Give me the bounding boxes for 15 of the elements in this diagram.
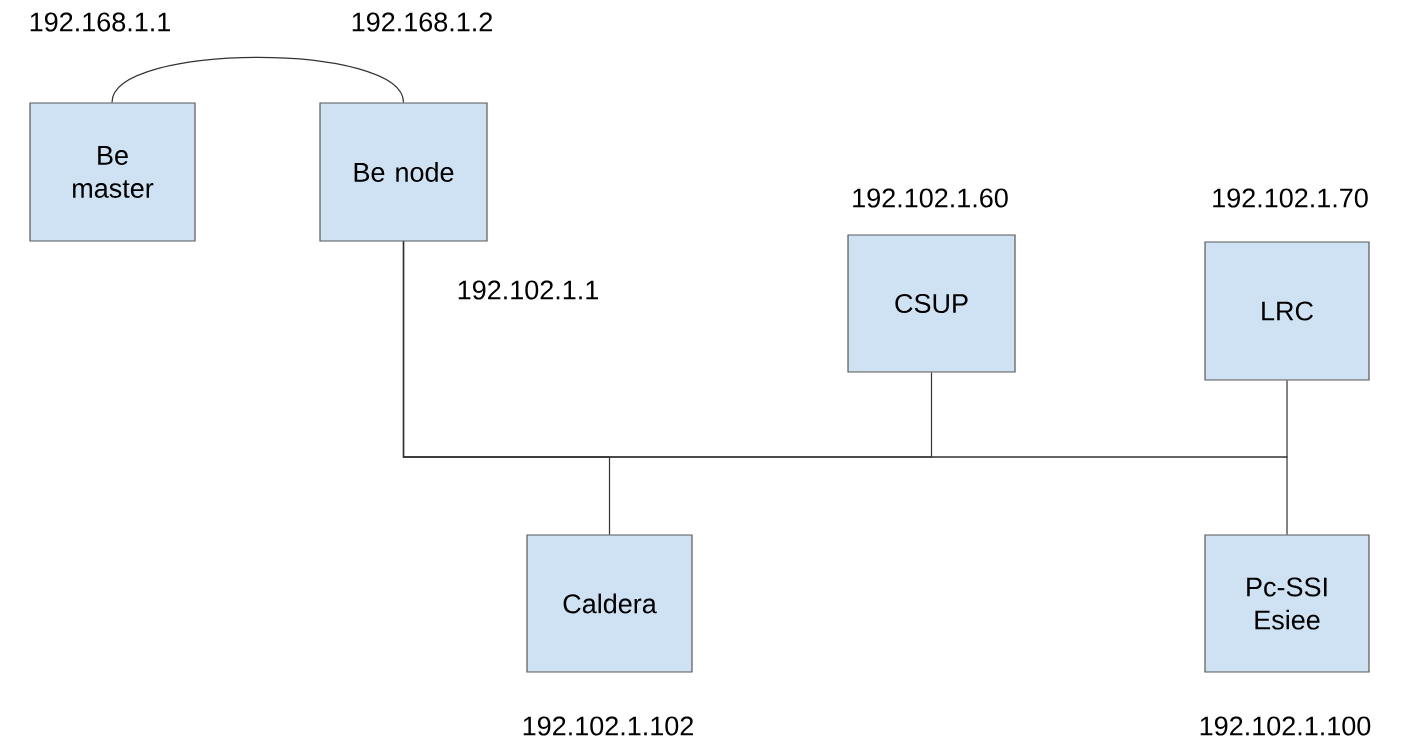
ip-address: 192.102.1.1	[458, 280, 598, 300]
ip-address: 192.102.1.102	[523, 716, 693, 736]
ip-address: 192.102.1.100	[1200, 716, 1371, 736]
computer-box: Caldera	[526, 534, 693, 673]
ip-address: 192.102.1.60	[853, 188, 1008, 208]
network-line	[111, 56, 405, 103]
network-line	[402, 241, 1288, 535]
computer-box: CSUP	[847, 234, 1016, 373]
ip-address: 192.168.1.1	[30, 12, 170, 32]
computer-box: Pc-SSI Esiee	[1204, 534, 1370, 673]
ip-address: 192.102.1.70	[1213, 188, 1368, 208]
computer-box: Be master	[29, 102, 196, 242]
ip-address: 192.168.1.2	[352, 12, 492, 32]
computer-box: Be node	[319, 102, 488, 242]
computer-box: LRC	[1204, 241, 1370, 381]
